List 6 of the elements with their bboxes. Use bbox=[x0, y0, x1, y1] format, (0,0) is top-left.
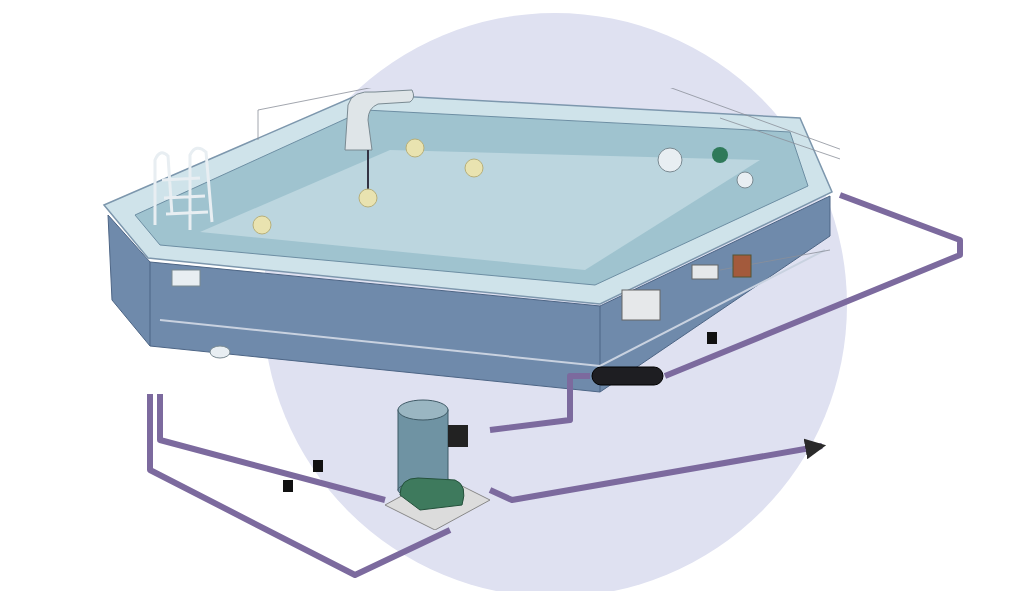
pipe bbox=[489, 373, 590, 433]
pipe bbox=[488, 438, 827, 503]
pipe bbox=[663, 192, 963, 379]
pipe bbox=[147, 394, 452, 578]
pipe bbox=[157, 394, 386, 503]
pool-drawing bbox=[100, 88, 840, 394]
